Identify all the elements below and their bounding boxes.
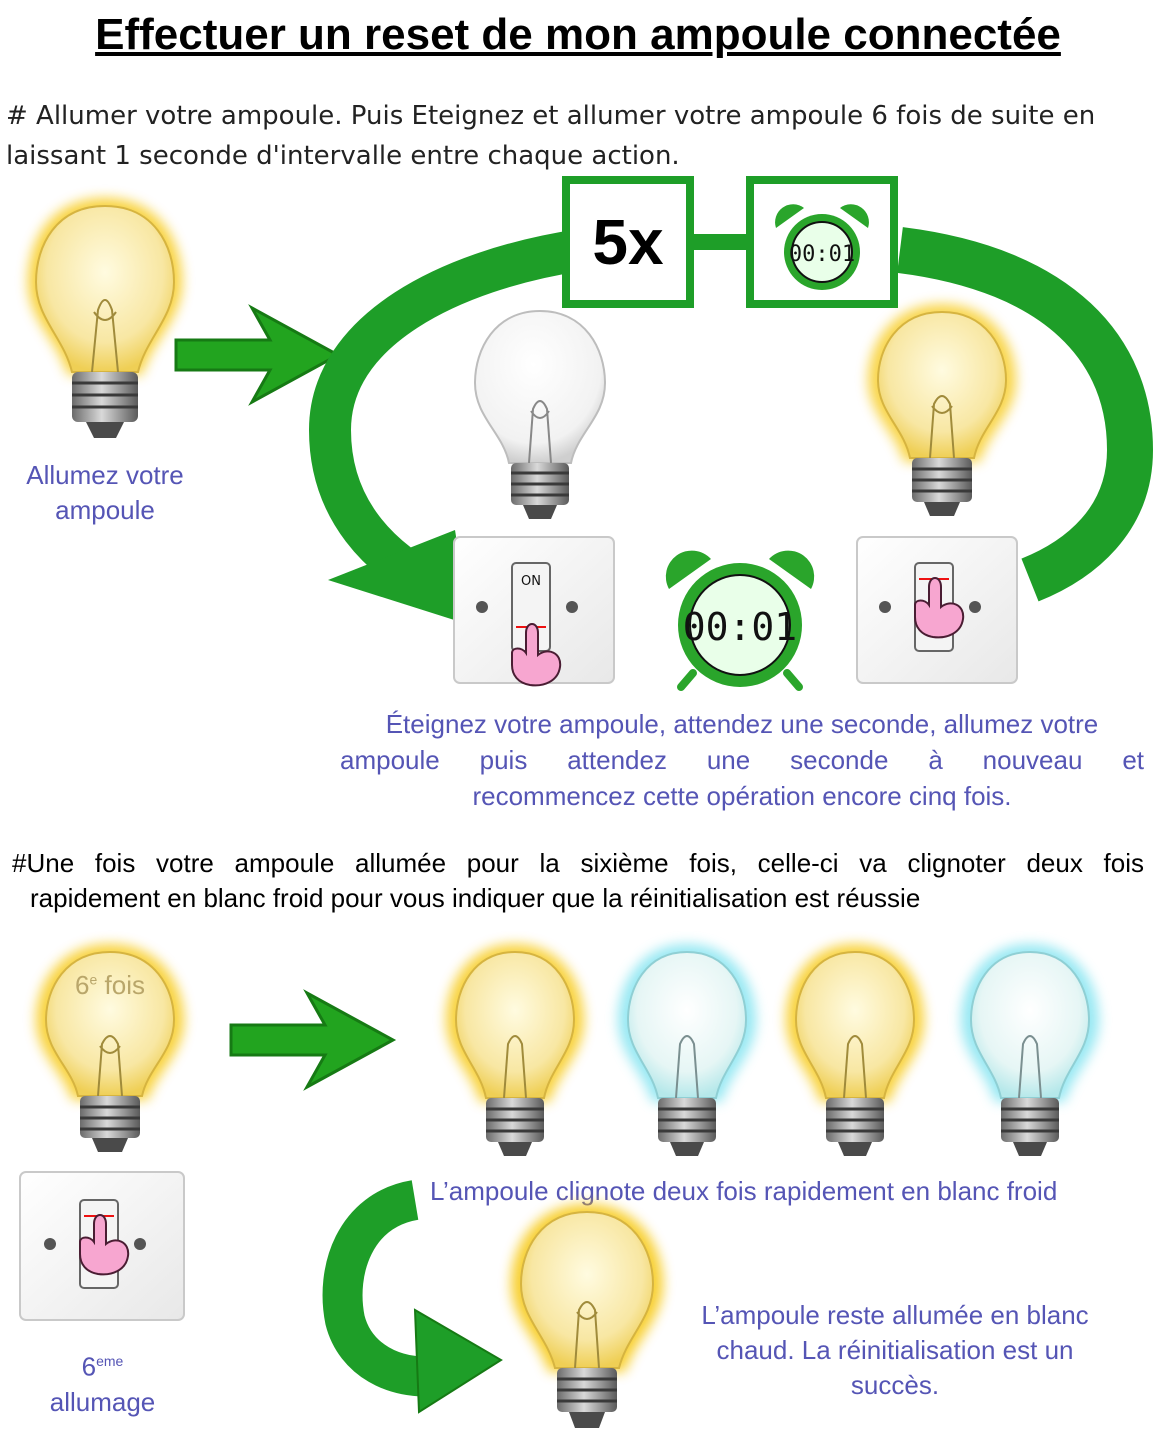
final-caption-line-2: chaud. La réinitialisation est un <box>716 1335 1074 1365</box>
final-caption: L’ampoule reste allumée en blanc chaud. … <box>660 1298 1130 1403</box>
repeat-count-label: 5x <box>592 206 664 278</box>
bulb-off-icon <box>473 309 607 519</box>
blink-caption: L’ampoule clignote deux fois rapidement … <box>430 1176 1058 1206</box>
step1-caption-line-2: ampoule <box>55 495 155 525</box>
step1-caption: Allumez votre ampoule <box>0 458 210 528</box>
section2-line-1: #Une fois votre ampoule allumée pour la … <box>12 848 1144 878</box>
timer-big-value: 00:01 <box>683 605 797 649</box>
cycle-caption-line-3: recommencez cette opération encore cinq … <box>472 781 1012 811</box>
sixth-switch-line-2: allumage <box>49 1386 156 1417</box>
alarm-clock-small-icon: 00:01 <box>775 204 869 290</box>
bulb-on-cycle-icon <box>868 304 1016 516</box>
page-title: Effectuer un reset de mon ampoule connec… <box>95 10 1061 59</box>
section2-text: #Une fois votre ampoule allumée pour la … <box>12 846 1144 916</box>
switch-on-label: ON <box>521 574 541 589</box>
timer-small-value: 00:01 <box>789 242 855 267</box>
curved-arrow-down-icon <box>322 1180 503 1414</box>
final-caption-line-1: L’ampoule reste allumée en blanc <box>701 1300 1089 1330</box>
intro-line-1: # Allumer votre ampoule. Puis Eteignez e… <box>6 101 1096 131</box>
sixth-time-word: fois <box>97 970 145 1000</box>
sixth-time-num: 6 <box>75 970 90 1000</box>
sixth-switch-caption: 6eme allumage <box>0 1344 205 1420</box>
section2-line-2: rapidement en blanc froid pour vous indi… <box>30 883 921 913</box>
blink-bulb-cold-1-icon <box>618 944 756 1156</box>
sixth-switch-line-1: 6eme <box>0 1344 205 1385</box>
switch-sixth-icon <box>19 1171 185 1321</box>
bulb-sixth-time-icon <box>36 944 184 1152</box>
final-caption-line-3: succès. <box>850 1370 940 1400</box>
cycle-loop-arrow-icon <box>308 227 1154 625</box>
sixth-switch-sup: eme <box>96 1353 124 1369</box>
step1-caption-line-1: Allumez votre <box>26 460 184 490</box>
blink-bulb-warm-2-icon <box>786 944 924 1156</box>
cycle-caption-line-2: ampoule puis attendez une seconde à nouv… <box>340 745 1144 775</box>
intro-line-2: laissant 1 seconde d'intervalle entre ch… <box>6 141 680 171</box>
alarm-clock-icon: 00:01 <box>665 550 815 691</box>
sixth-switch-num: 6 <box>81 1351 97 1382</box>
blink-bulb-cold-2-icon <box>961 944 1099 1156</box>
cycle-caption-line-1: Éteignez votre ampoule, attendez une sec… <box>385 709 1099 739</box>
timer-box: 00:01 <box>746 176 898 308</box>
sixth-time-sup: e <box>89 971 98 988</box>
arrow-right-icon <box>174 304 342 406</box>
cycle-caption: Éteignez votre ampoule, attendez une sec… <box>340 706 1144 814</box>
bulb-final-warm-icon <box>511 1204 663 1428</box>
bulb-on-step1-icon <box>28 198 182 438</box>
switch-off-icon: ON <box>453 536 615 687</box>
sixth-time-label: 6e fois <box>30 970 190 1001</box>
blink-bulb-warm-1-icon <box>446 944 584 1156</box>
switch-on-icon <box>856 536 1018 684</box>
intro-text: # Allumer votre ampoule. Puis Eteignez e… <box>6 96 1126 176</box>
arrow-right-2-icon <box>229 989 397 1091</box>
repeat-count-box: 5x <box>562 176 694 308</box>
